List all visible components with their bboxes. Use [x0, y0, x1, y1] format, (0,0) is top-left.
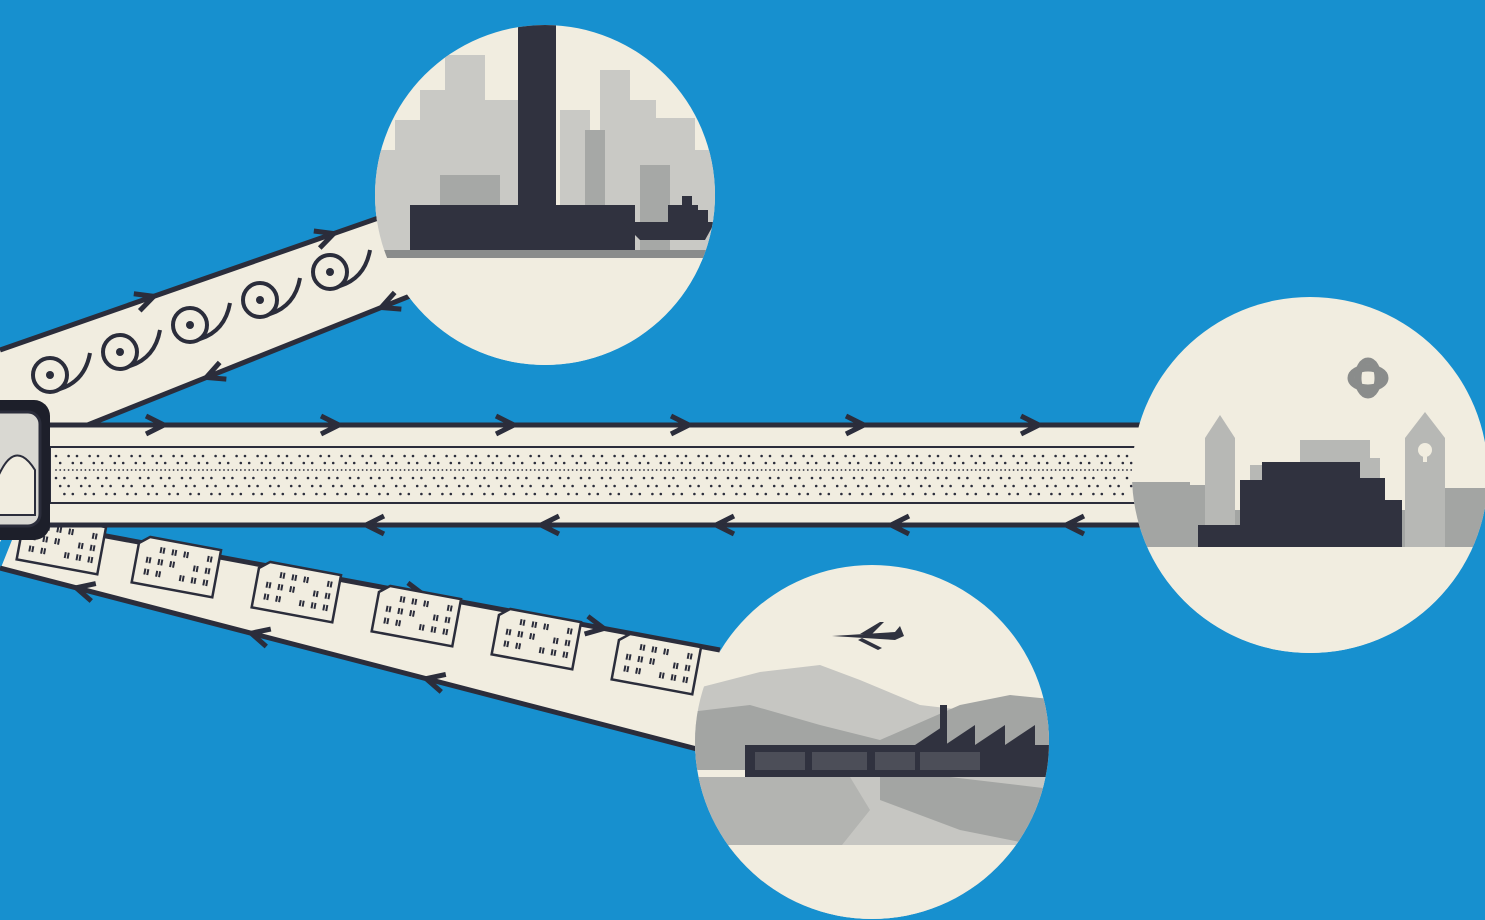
band-to-town — [0, 416, 1160, 534]
data-terminal — [0, 400, 50, 540]
